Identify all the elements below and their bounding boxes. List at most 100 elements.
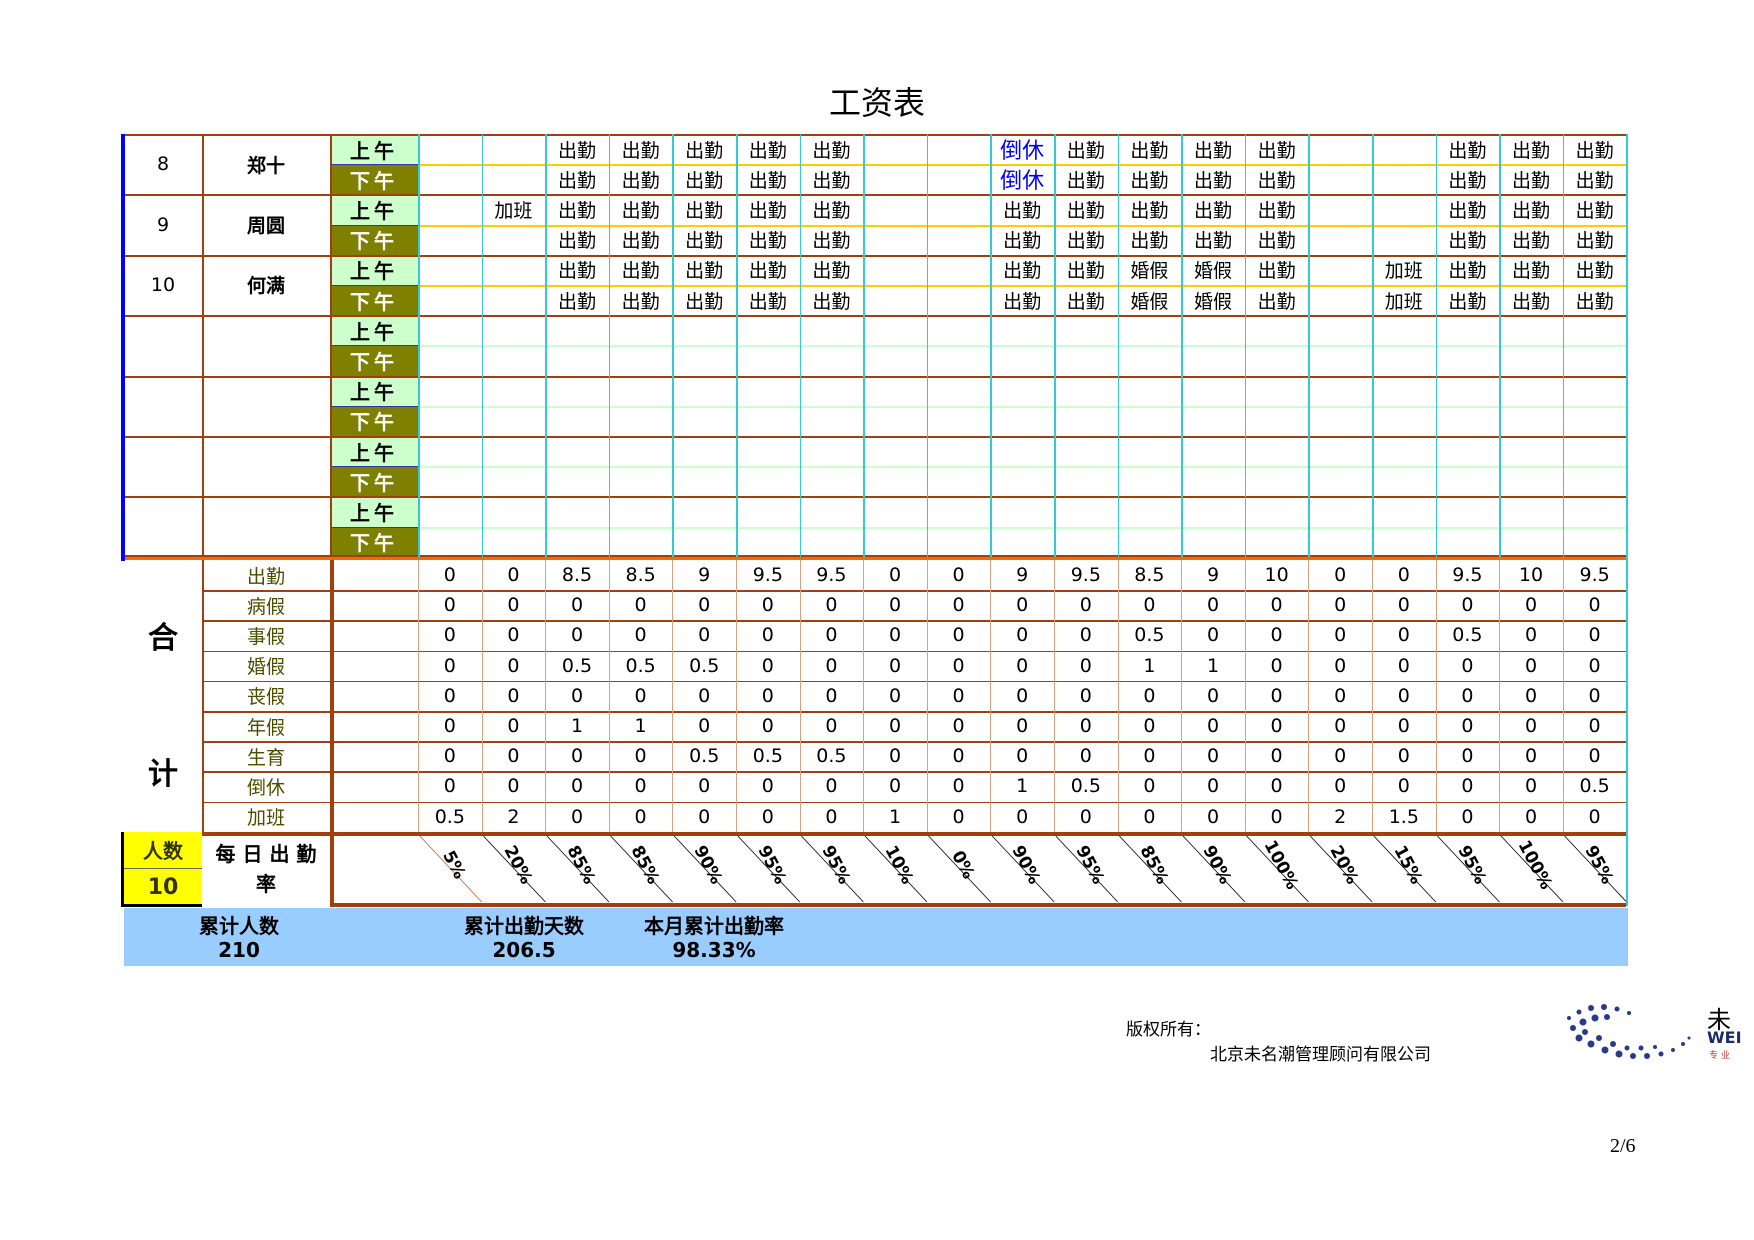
summary-value: 0 (888, 715, 902, 738)
attendance-cell: 出勤 (1066, 230, 1105, 253)
summary-value: 0 (1397, 775, 1410, 798)
summary-value: 0 (888, 684, 902, 707)
attendance-cell: 出勤 (1130, 199, 1169, 222)
attendance-cell: 出勤 (1066, 290, 1105, 313)
divider-line (202, 711, 1627, 713)
attendance-cell (482, 345, 546, 375)
summary-value: 0 (698, 624, 711, 647)
summary-value: 0 (1143, 594, 1156, 617)
attendance-cell (1499, 496, 1563, 526)
divider-line (202, 560, 204, 832)
attendance-cell: 倒休 (1000, 139, 1045, 165)
summary-value: 0 (1397, 594, 1410, 617)
divider-line (418, 466, 1627, 469)
summary-value: 0 (761, 805, 774, 828)
divider-line (481, 560, 483, 832)
summary-value: 0 (507, 715, 520, 738)
summary-value: 0 (1461, 775, 1474, 798)
attendance-cell (1499, 527, 1563, 557)
summary-value: 0 (1016, 594, 1029, 617)
summary-value: 0 (634, 594, 647, 617)
attendance-cell (1499, 376, 1563, 406)
attendance-cell (927, 496, 991, 526)
summary-value: 0 (1206, 775, 1220, 798)
summary-value: 9.5 (752, 564, 783, 587)
attendance-cell (927, 285, 991, 315)
attendance-cell (1245, 315, 1309, 345)
shift-pm-label: 下午 (330, 224, 418, 255)
summary-value: 0 (570, 775, 584, 798)
attendance-cell (927, 225, 991, 255)
summary-row-label: 倒休 (246, 776, 285, 799)
total-days-value: 206.5 (492, 938, 556, 962)
attendance-cell (482, 255, 546, 285)
summary-value: 0 (1016, 745, 1029, 768)
summary-value: 2 (1334, 805, 1347, 828)
summary-value: 0 (761, 684, 774, 707)
attendance-cell (672, 527, 736, 557)
summary-value: 0 (825, 775, 838, 798)
summary-value: 0 (1524, 654, 1538, 677)
summary-value: 0 (952, 805, 965, 828)
attendance-cell (990, 345, 1054, 375)
attendance-cell (1181, 466, 1245, 496)
attendance-cell (418, 376, 482, 406)
summary-value: 0 (825, 805, 838, 828)
attendance-cell (1054, 376, 1118, 406)
attendance-cell: 出勤 (1575, 139, 1614, 162)
attendance-cell (1181, 436, 1245, 466)
attendance-cell: 出勤 (1130, 169, 1169, 192)
company-name: 北京未名潮管理顾问有限公司 (1210, 1045, 1431, 1065)
attendance-cell (482, 406, 546, 436)
attendance-cell: 出勤 (1511, 199, 1550, 222)
summary-value: 0.5 (816, 745, 847, 768)
summary-value: 10 (1264, 564, 1289, 587)
summary-value: 0 (698, 594, 711, 617)
attendance-cell (1372, 345, 1436, 375)
divider-line (1308, 134, 1310, 557)
attendance-cell (1436, 345, 1500, 375)
summary-row-label: 丧假 (246, 686, 285, 709)
summary-value: 0.5 (434, 805, 465, 828)
summary-value: 0 (888, 654, 902, 677)
summary-value: 0 (1461, 745, 1474, 768)
attendance-cell (418, 134, 482, 164)
summary-value: 9.5 (1452, 564, 1483, 587)
attendance-cell: 倒休 (1000, 169, 1045, 195)
attendance-cell (927, 315, 991, 345)
attendance-cell (1372, 496, 1436, 526)
rate-diagonals (419, 835, 1627, 903)
divider-line (121, 903, 202, 907)
attendance-cell (1436, 466, 1500, 496)
attendance-cell (609, 345, 673, 375)
totals-bar: 累计人数 210 累计出勤天数 206.5 本月累计出勤率 98.33% (124, 908, 1628, 966)
attendance-cell (1118, 527, 1182, 557)
attendance-cell: 出勤 (1003, 230, 1042, 253)
attendance-cell: 出勤 (1448, 139, 1487, 162)
employee-number (124, 436, 202, 496)
copyright-label: 版权所有： (1126, 1020, 1211, 1040)
headcount-value: 10 (124, 868, 202, 906)
attendance-cell (1181, 345, 1245, 375)
divider-line (330, 164, 418, 166)
divider-line (202, 771, 1627, 773)
attendance-cell (482, 315, 546, 345)
attendance-cell: 出勤 (557, 139, 596, 162)
divider-line (330, 224, 418, 226)
summary-value: 0 (888, 624, 902, 647)
summary-value: 0 (698, 684, 711, 707)
rate-diagonal-line (483, 835, 546, 903)
attendance-cell (1118, 345, 1182, 375)
shift-pm-label: 下午 (330, 405, 418, 436)
attendance-cell (927, 194, 991, 224)
summary-row-label: 事假 (246, 625, 285, 648)
shift-am-label: 上午 (330, 496, 418, 527)
summary-value: 0 (507, 745, 520, 768)
summary-value: 0 (1270, 805, 1283, 828)
attendance-cell (609, 466, 673, 496)
attendance-cell: 出勤 (1193, 199, 1232, 222)
divider-line (202, 134, 204, 557)
divider-line (1181, 560, 1183, 832)
attendance-cell: 出勤 (1575, 290, 1614, 313)
